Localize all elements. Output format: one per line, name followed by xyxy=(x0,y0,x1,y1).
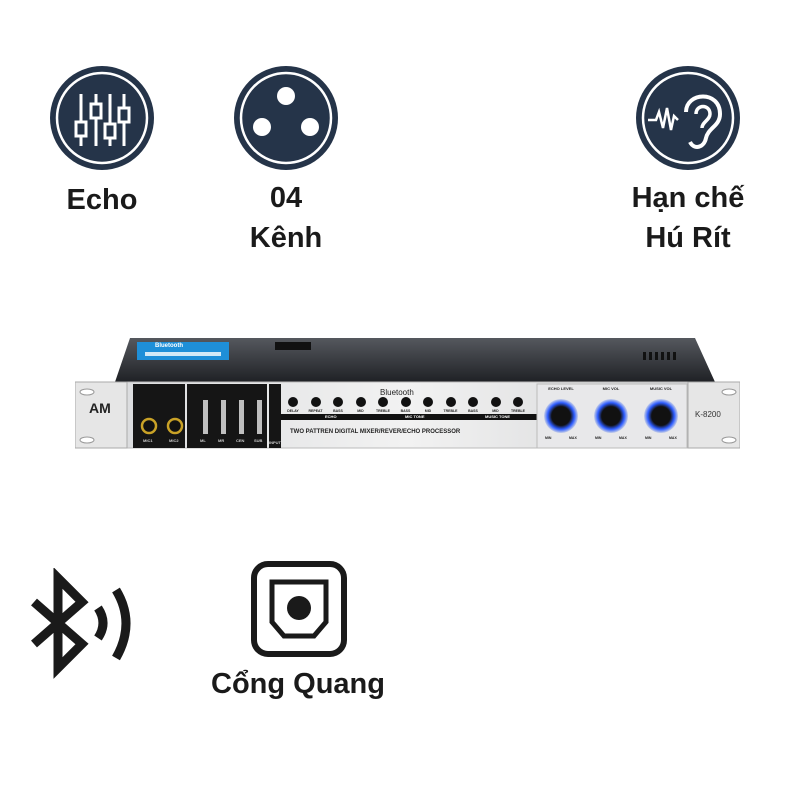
input-label: INPUT xyxy=(269,440,281,445)
knob[interactable] xyxy=(423,397,433,407)
knob[interactable] xyxy=(310,397,321,407)
big-knob-label: ECHO LEVEL xyxy=(548,386,574,391)
knob[interactable] xyxy=(400,397,411,407)
knob[interactable] xyxy=(355,397,366,407)
knob-max-label: MAX xyxy=(569,436,577,440)
section-label: MIC TONE xyxy=(405,414,425,419)
knob-label: MID xyxy=(424,409,432,413)
equalizer-sliders-icon xyxy=(50,66,154,170)
channels-count: 04 xyxy=(269,182,303,214)
knob-max-label: MAX xyxy=(619,436,627,440)
section-label: ECHO xyxy=(325,414,337,419)
knob-label: MID xyxy=(357,409,364,413)
karaoke-processor-device: AM Bluetooth K-8200 Bluetooth TWO PATTRE… xyxy=(75,330,740,450)
bluetooth-label: Bluetooth xyxy=(380,388,414,397)
feedback-label-line2: Hú Rít xyxy=(645,222,731,254)
knob-label: DELAY xyxy=(287,409,299,413)
ear-sound-icon xyxy=(636,66,740,170)
sticker-label: Bluetooth xyxy=(155,343,183,349)
xlr-connector-icon xyxy=(234,66,338,170)
knob[interactable] xyxy=(513,397,523,407)
mic-jack-label: MIC2 xyxy=(169,438,179,443)
optical-label: Cổng Quang xyxy=(211,668,385,700)
model-label: K-8200 xyxy=(695,410,721,419)
knob[interactable] xyxy=(288,397,298,407)
knob-label: TREBLE xyxy=(376,409,390,413)
knob-label: MID xyxy=(492,409,499,413)
knob[interactable] xyxy=(468,397,478,407)
device-subtitle: TWO PATTREN DIGITAL MIXER/REVER/ECHO PRO… xyxy=(290,429,461,435)
device-logo: AM xyxy=(89,400,111,416)
meter-label: CEN xyxy=(236,438,245,443)
knob-min-label: MIN xyxy=(595,436,602,440)
knob[interactable] xyxy=(490,397,501,407)
knob-label: TREBLE xyxy=(511,409,525,413)
knob-min-label: MIN xyxy=(645,436,652,440)
feedback-label-line1: Hạn chế xyxy=(631,182,745,214)
knob-label: BASS xyxy=(400,409,411,413)
knob-label: TREBLE xyxy=(443,409,458,413)
knob[interactable] xyxy=(445,397,456,407)
meter-label: MR xyxy=(218,438,225,443)
knob-label: BASS xyxy=(468,409,478,413)
bluetooth-wireless-icon xyxy=(31,568,131,679)
knob-max-label: MAX xyxy=(669,436,677,440)
knob-min-label: MIN xyxy=(545,436,552,440)
device-body xyxy=(75,338,740,449)
knob[interactable] xyxy=(378,397,388,407)
knob-label: BASS xyxy=(333,409,343,413)
mic-jack-label: MIC1 xyxy=(143,438,153,443)
meter-label: ML xyxy=(200,438,206,443)
knob-label: REPEAT xyxy=(308,409,323,413)
channels-label: Kênh xyxy=(249,222,323,254)
big-knob-label: MIC VOL xyxy=(602,386,620,391)
meter-label: SUB xyxy=(254,438,263,443)
optical-port-icon xyxy=(251,561,347,657)
echo-label: Echo xyxy=(66,184,138,216)
knob[interactable] xyxy=(333,397,343,407)
big-knob-label: MUSIC VOL xyxy=(649,386,673,391)
section-label: MUSIC TONE xyxy=(485,414,511,419)
